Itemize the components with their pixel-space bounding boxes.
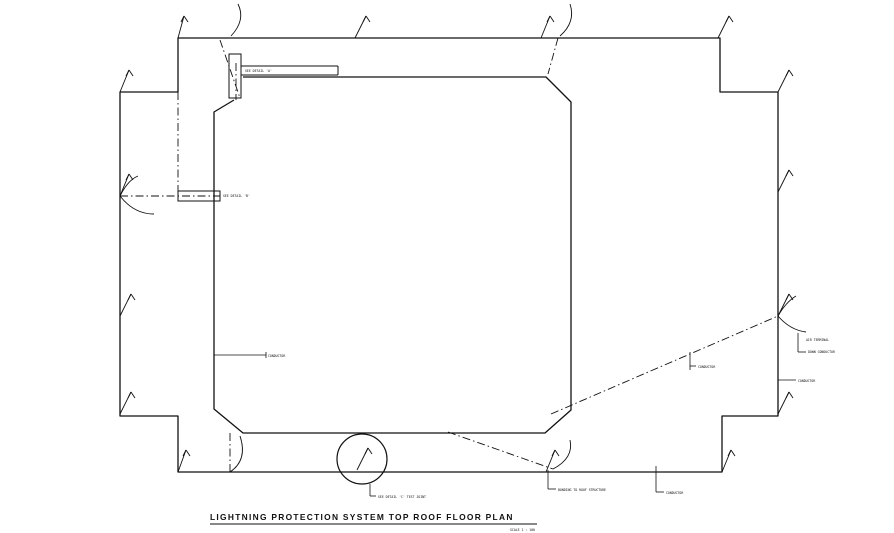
air-terminal	[717, 15, 734, 39]
outer-roof-outline	[119, 37, 779, 473]
conductor-diagonal-right	[550, 315, 779, 415]
air-terminal	[777, 169, 794, 193]
air-terminal	[545, 449, 560, 473]
scale-note: SCALE 1 : 100	[510, 528, 535, 532]
callout-conductor-right: CONDUCTOR	[798, 379, 815, 383]
air-terminal	[354, 15, 371, 39]
air-terminal	[540, 15, 555, 39]
detail-box-top	[228, 53, 242, 99]
air-terminal	[356, 447, 373, 471]
drawing-title: LIGHTNING PROTECTION SYSTEM TOP ROOF FLO…	[210, 512, 514, 522]
callout-down-conductor: DOWN CONDUCTOR	[808, 350, 835, 354]
bonding-arcs	[119, 3, 807, 473]
callout-conductor-diag: CONDUCTOR	[698, 365, 715, 369]
callout-bonding: BONDING TO ROOF STRUCTURE	[558, 488, 606, 492]
conductor-top-right-diag	[547, 37, 559, 75]
callout-detail-top: SEE DETAIL 'A'	[245, 69, 272, 73]
air-terminal	[177, 449, 191, 473]
callout-test-joint: SEE DETAIL 'C' TEST JOINT	[378, 495, 426, 499]
air-terminals	[119, 15, 794, 473]
test-joint-circle	[336, 433, 388, 485]
air-terminal	[119, 391, 136, 415]
air-terminal	[119, 293, 136, 317]
conductor-top-left-diag	[219, 39, 241, 99]
air-terminal	[777, 69, 794, 93]
callout-detail-left: SEE DETAIL 'B'	[223, 194, 250, 198]
callout-conductor-bottom: CONDUCTOR	[666, 491, 683, 495]
callout-air-terminal: AIR TERMINAL	[806, 338, 829, 342]
air-terminal	[721, 449, 736, 473]
air-terminal	[119, 69, 134, 93]
air-terminal	[177, 15, 189, 39]
air-terminal	[777, 391, 794, 415]
callout-conductor-inner: CONDUCTOR	[268, 354, 285, 358]
conductor-diagonal-bottom	[447, 431, 554, 470]
inner-roof-outline	[213, 76, 572, 434]
